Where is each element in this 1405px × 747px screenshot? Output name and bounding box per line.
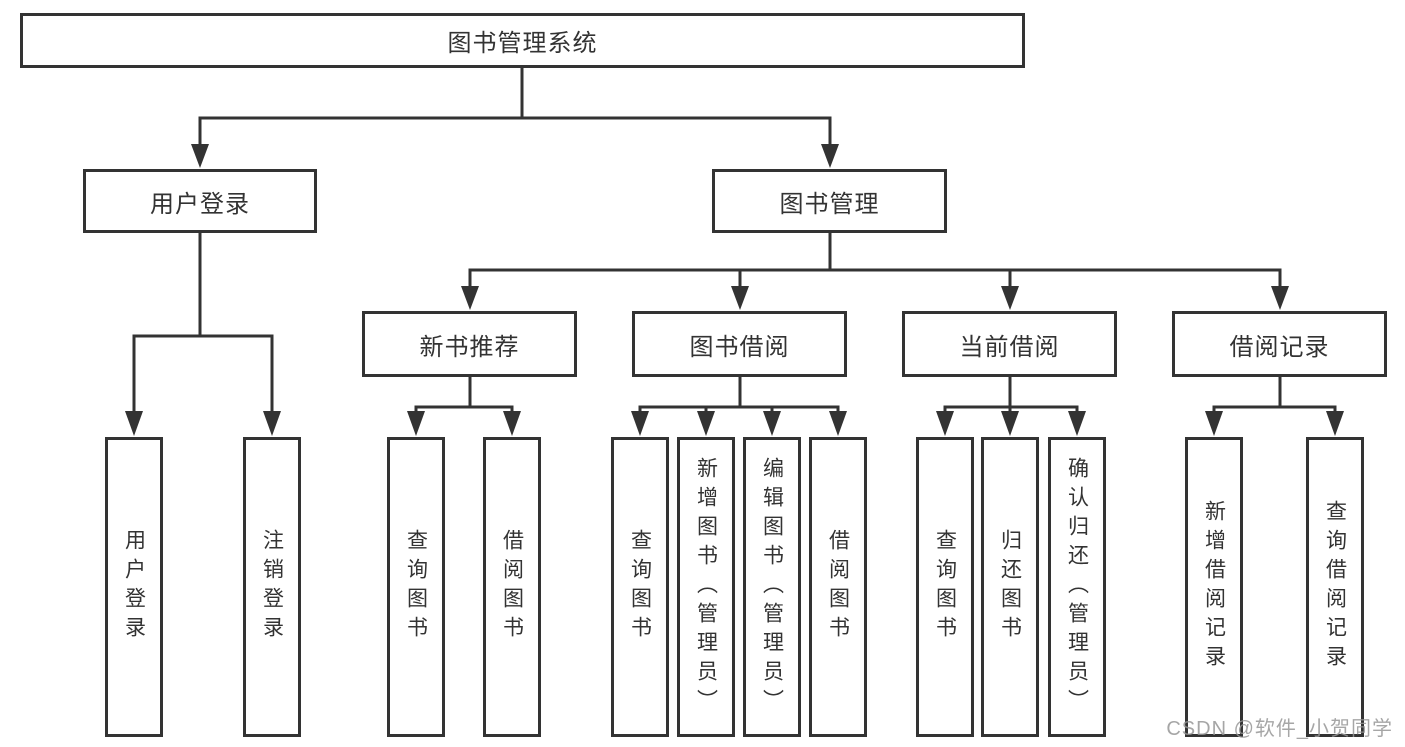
leaf-label: 借阅图书 [826, 529, 850, 645]
leaf-label: 新增图书（管理员） [694, 456, 718, 718]
connector-user-login-children [125, 233, 281, 436]
user-login-box: 用户登录 [83, 169, 317, 233]
leaf-box-query-borrow-record: 查询借阅记录 [1306, 437, 1364, 737]
leaf-label: 用户登录 [122, 529, 146, 645]
leaf-box-add-borrow-record: 新增借阅记录 [1185, 437, 1243, 737]
leaf-box-logout: 注销登录 [243, 437, 301, 737]
connector-root-to-level2 [191, 68, 839, 168]
connector-book-management-children [461, 233, 1289, 310]
connector-current-borrow-children [936, 377, 1086, 436]
leaf-label: 编辑图书（管理员） [760, 456, 784, 718]
borrow-record-label: 借阅记录 [1229, 333, 1330, 361]
leaf-label: 查询图书 [933, 529, 957, 645]
leaf-label: 查询借阅记录 [1323, 500, 1347, 674]
new-book-recommend-box: 新书推荐 [362, 311, 577, 377]
leaf-label: 新增借阅记录 [1202, 500, 1226, 674]
system-root-label: 图书管理系统 [447, 30, 598, 57]
leaf-box-borrow-books-2: 借阅图书 [809, 437, 867, 737]
new-book-recommend-label: 新书推荐 [419, 333, 520, 361]
connector-new-book-children [407, 377, 521, 436]
leaf-box-confirm-return-admin: 确认归还（管理员） [1048, 437, 1106, 737]
current-borrow-label: 当前借阅 [959, 333, 1060, 361]
user-login-label: 用户登录 [150, 190, 250, 218]
leaf-label: 借阅图书 [500, 529, 524, 645]
connector-borrow-record-children [1205, 377, 1344, 436]
book-borrow-label: 图书借阅 [689, 333, 790, 361]
book-management-label: 图书管理 [779, 190, 880, 218]
leaf-box-query-books-1: 查询图书 [387, 437, 445, 737]
leaf-label: 归还图书 [998, 529, 1022, 645]
leaf-label: 确认归还（管理员） [1065, 456, 1089, 718]
book-management-box: 图书管理 [712, 169, 947, 233]
leaf-label: 查询图书 [404, 529, 428, 645]
leaf-box-borrow-books-1: 借阅图书 [483, 437, 541, 737]
system-root-box: 图书管理系统 [20, 13, 1025, 68]
leaf-label: 查询图书 [628, 529, 652, 645]
leaf-box-add-books-admin: 新增图书（管理员） [677, 437, 735, 737]
leaf-box-query-books-3: 查询图书 [916, 437, 974, 737]
leaf-box-edit-books-admin: 编辑图书（管理员） [743, 437, 801, 737]
book-borrow-box: 图书借阅 [632, 311, 847, 377]
current-borrow-box: 当前借阅 [902, 311, 1117, 377]
leaf-box-user-login: 用户登录 [105, 437, 163, 737]
watermark: CSDN @软件_小贺同学 [1166, 718, 1393, 740]
connector-book-borrow-children [631, 377, 847, 436]
leaf-label: 注销登录 [260, 529, 284, 645]
leaf-box-query-books-2: 查询图书 [611, 437, 669, 737]
borrow-record-box: 借阅记录 [1172, 311, 1387, 377]
leaf-box-return-books: 归还图书 [981, 437, 1039, 737]
